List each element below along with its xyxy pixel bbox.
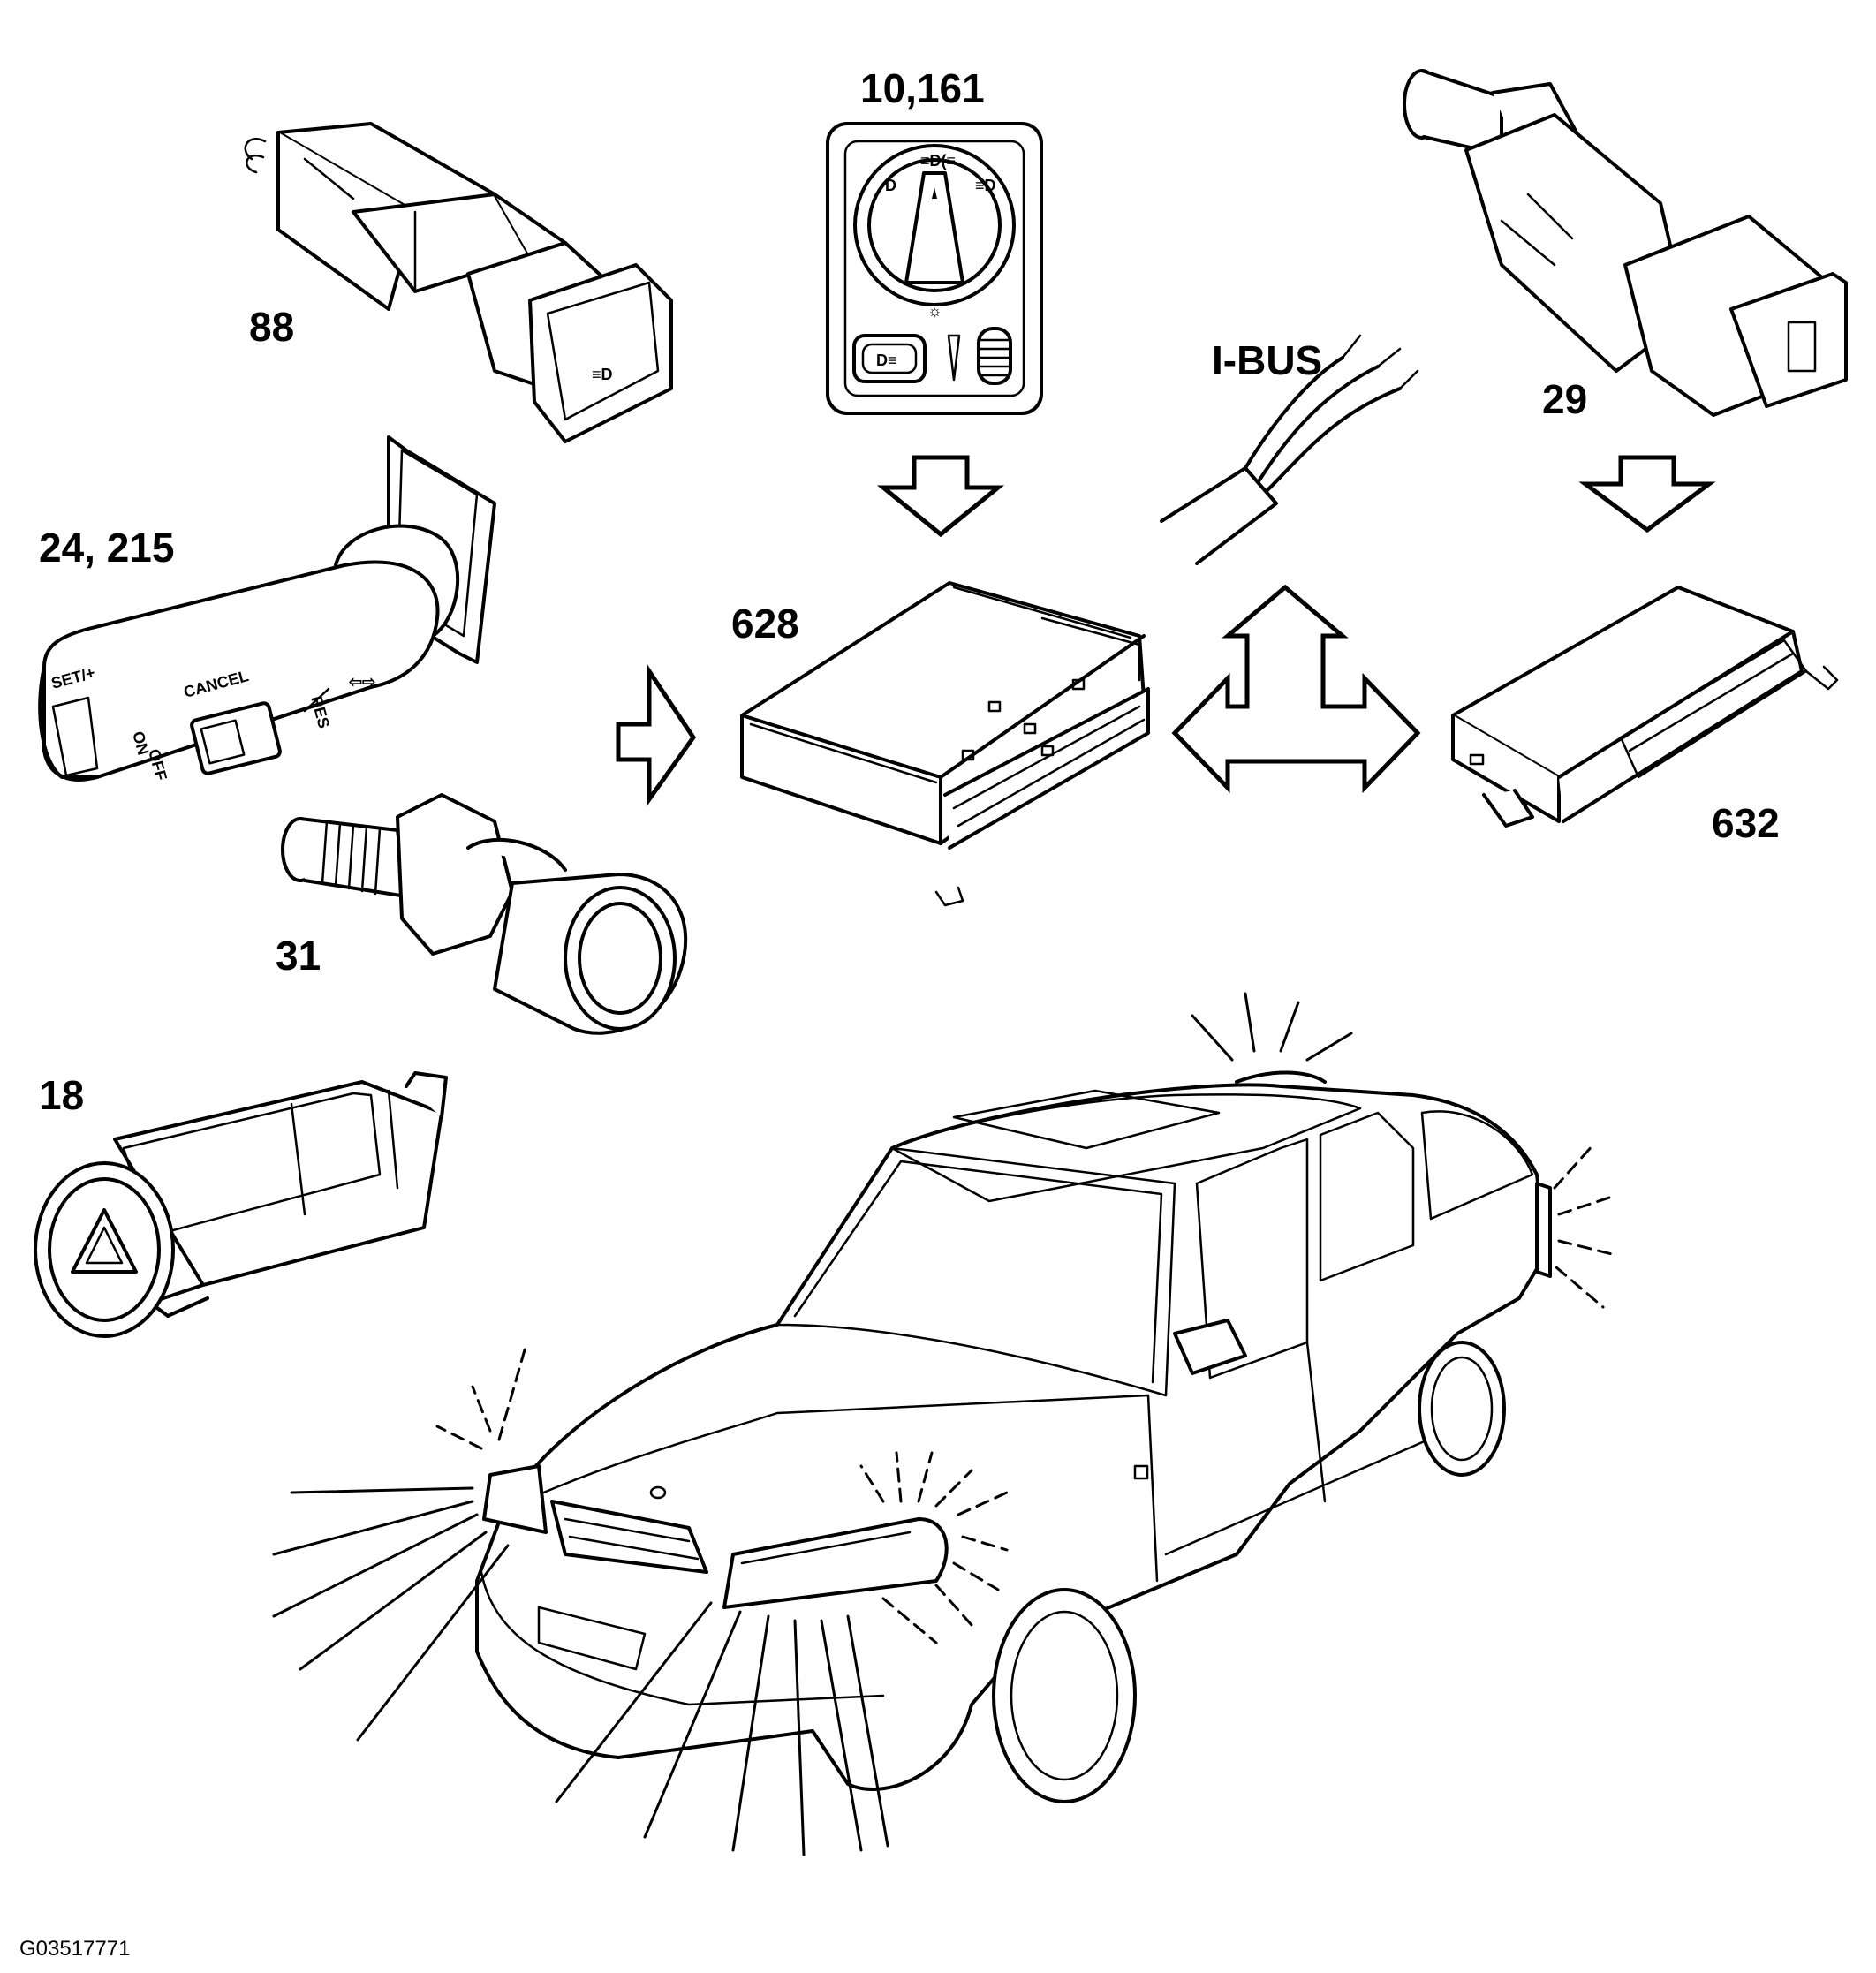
control-module-628 [740, 581, 1150, 907]
arrow-right-to-module-icon [616, 663, 697, 806]
hazard-switch [34, 1071, 448, 1338]
label-main-module: 628 [731, 601, 799, 646]
headlamp-rays [272, 992, 1353, 1856]
brake-light-switch [1403, 69, 1848, 417]
headlamp-switch-panel: D ≡D(≡ ≡D ☼ D≡ [826, 122, 1043, 415]
bus-bidirectional-arrow-icon [1171, 584, 1421, 794]
svg-text:☼: ☼ [927, 302, 942, 320]
figure-id: G03517771 [19, 1937, 130, 1961]
arrow-down-to-module-icon [876, 455, 1005, 538]
svg-text:≡D: ≡D [592, 366, 613, 383]
label-fog-switch: 88 [249, 304, 294, 350]
ibus-cable [1160, 334, 1419, 565]
svg-text:⇦⇨: ⇦⇨ [348, 673, 375, 691]
svg-text:D: D [885, 177, 896, 194]
reverse-light-switch [281, 793, 688, 1035]
svg-text:≡D: ≡D [975, 177, 996, 194]
label-cruise-stalk: 24, 215 [39, 525, 174, 571]
label-second-module: 632 [1712, 800, 1780, 846]
svg-text:≡D(≡: ≡D(≡ [920, 152, 956, 170]
label-light-switch: 10,161 [860, 65, 985, 111]
control-module-632 [1451, 586, 1839, 828]
arrow-down-to-second-module-icon [1578, 455, 1716, 533]
svg-text:D≡: D≡ [876, 352, 897, 369]
label-brake-switch: 29 [1542, 376, 1587, 422]
hazard-triangle-icon [71, 1208, 138, 1274]
car-illustration [475, 1070, 1552, 1803]
label-bus: I-BUS [1212, 337, 1322, 383]
label-reverse-switch: 31 [276, 933, 321, 979]
label-hazard-switch: 18 [39, 1072, 84, 1118]
indicator-rays [435, 1142, 1614, 1644]
cruise-control-stalk: SET/+ CANCEL RES ON OFF ⇦⇨ [38, 435, 496, 782]
fog-lamp-switch: ≡D [244, 122, 673, 443]
